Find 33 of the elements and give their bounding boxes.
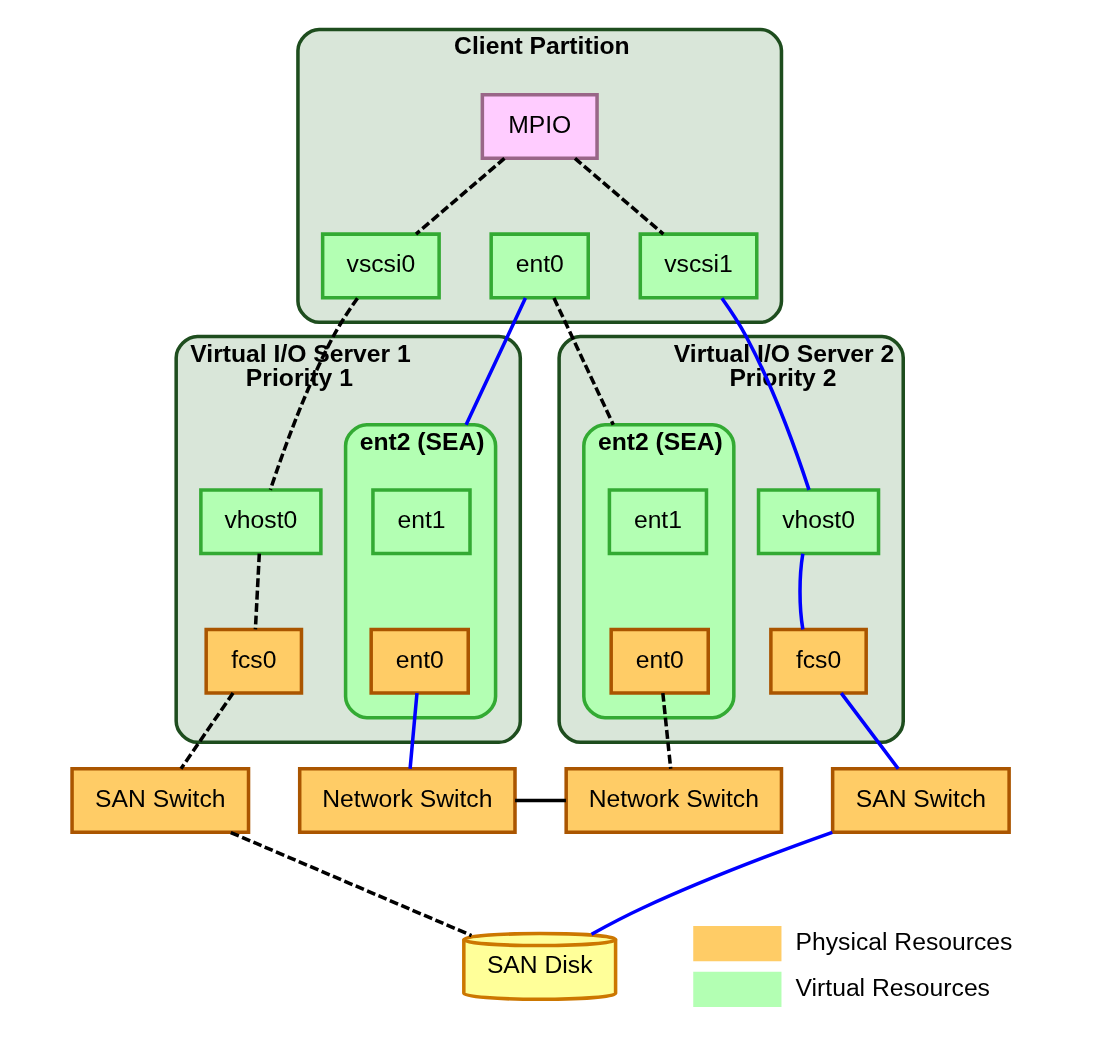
node-box: ent1 <box>371 488 472 556</box>
node-box: vhost0 <box>756 488 881 556</box>
node-box: Network Switch <box>564 767 784 835</box>
node-box: Network Switch <box>297 767 517 835</box>
node-box: fcs0 <box>204 627 304 695</box>
connector <box>179 692 235 770</box>
node-box: ent0 <box>489 232 590 300</box>
connector <box>798 553 805 630</box>
node-box: ent0 <box>609 627 710 695</box>
connector <box>414 157 506 236</box>
connector <box>839 692 900 770</box>
node-box: SAN Switch <box>830 767 1011 835</box>
connector <box>408 692 419 769</box>
node-box: fcs0 <box>769 627 868 695</box>
connector <box>268 297 359 491</box>
node-box: vscsi1 <box>638 232 759 300</box>
connector <box>515 798 566 803</box>
legend-label: Virtual Resources <box>795 973 990 1001</box>
node-box: MPIO <box>480 92 599 160</box>
legend-label: Physical Resources <box>795 928 1013 956</box>
connector <box>720 297 811 491</box>
node-box: vscsi0 <box>320 232 441 300</box>
connector <box>590 830 833 936</box>
connector <box>230 830 473 938</box>
connector <box>464 297 528 426</box>
connector <box>661 692 673 769</box>
node-box: vhost0 <box>199 488 323 556</box>
connector <box>253 553 262 630</box>
connector <box>573 157 665 236</box>
node-box: ent0 <box>369 627 470 695</box>
node-box: SAN Switch <box>70 767 251 835</box>
connector <box>552 297 615 426</box>
node-box: ent1 <box>607 488 709 556</box>
